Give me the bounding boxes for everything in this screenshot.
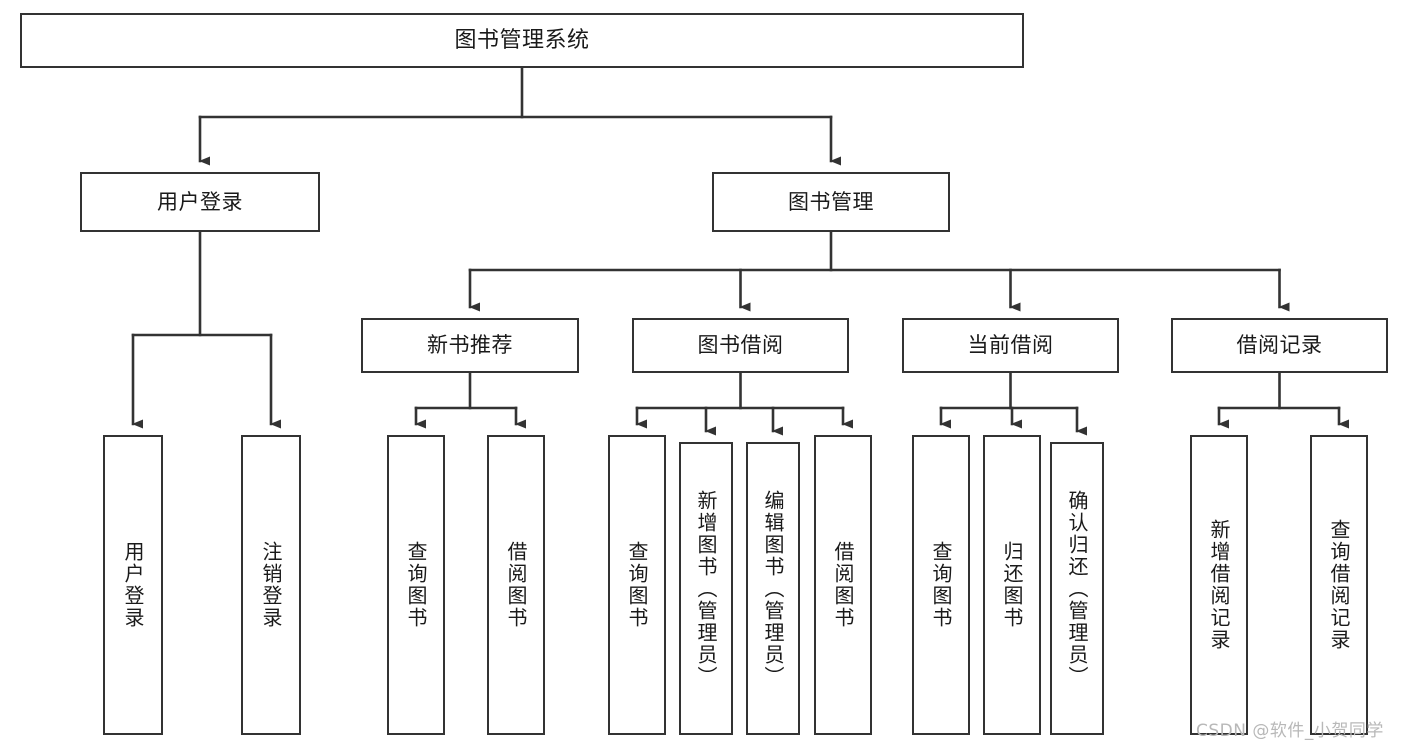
node-user-logout-leaf[interactable]: 注销登录: [241, 435, 301, 735]
node-label: 查询图书: [404, 541, 428, 629]
node-label: 用户登录: [157, 189, 243, 214]
node-root-label: 图书管理系统: [454, 27, 590, 53]
watermark: CSDN @软件_小贺同学: [1196, 721, 1384, 741]
node-label: 归还图书: [1000, 541, 1024, 629]
node-book-management[interactable]: 图书管理: [712, 172, 950, 232]
node-bb-query-book[interactable]: 查询图书: [608, 435, 666, 735]
node-new-book-recommend[interactable]: 新书推荐: [361, 318, 579, 373]
node-label: 新增图书（管理员）: [694, 489, 718, 688]
node-book-borrow[interactable]: 图书借阅: [632, 318, 849, 373]
node-label: 借阅图书: [504, 541, 528, 629]
node-bb-edit-book[interactable]: 编辑图书（管理员）: [746, 442, 800, 735]
node-label: 图书管理: [788, 189, 874, 214]
node-label: 新增借阅记录: [1207, 519, 1231, 651]
node-cb-confirm-return[interactable]: 确认归还（管理员）: [1050, 442, 1104, 735]
node-current-borrow[interactable]: 当前借阅: [902, 318, 1119, 373]
node-label: 查询图书: [929, 541, 953, 629]
node-br-add-record[interactable]: 新增借阅记录: [1190, 435, 1248, 735]
node-user-login[interactable]: 用户登录: [80, 172, 320, 232]
node-label: 图书借阅: [697, 333, 784, 358]
node-root[interactable]: 图书管理系统: [20, 13, 1024, 68]
node-nbr-query-book[interactable]: 查询图书: [387, 435, 445, 735]
node-label: 借阅图书: [831, 541, 855, 629]
node-label: 查询借阅记录: [1327, 519, 1351, 651]
node-bb-add-book[interactable]: 新增图书（管理员）: [679, 442, 733, 735]
node-label: 新书推荐: [427, 333, 513, 358]
node-cb-return-book[interactable]: 归还图书: [983, 435, 1041, 735]
node-label: 编辑图书（管理员）: [761, 489, 785, 688]
node-label: 注销登录: [259, 541, 283, 629]
node-label: 查询图书: [625, 541, 649, 629]
node-label: 借阅记录: [1236, 333, 1323, 358]
node-nbr-borrow-book[interactable]: 借阅图书: [487, 435, 545, 735]
node-br-query-record[interactable]: 查询借阅记录: [1310, 435, 1368, 735]
node-borrow-record[interactable]: 借阅记录: [1171, 318, 1388, 373]
node-label: 当前借阅: [967, 333, 1054, 358]
node-bb-borrow-book[interactable]: 借阅图书: [814, 435, 872, 735]
node-label: 确认归还（管理员）: [1065, 489, 1089, 688]
node-cb-query-book[interactable]: 查询图书: [912, 435, 970, 735]
node-label: 用户登录: [121, 541, 145, 629]
node-user-login-leaf[interactable]: 用户登录: [103, 435, 163, 735]
